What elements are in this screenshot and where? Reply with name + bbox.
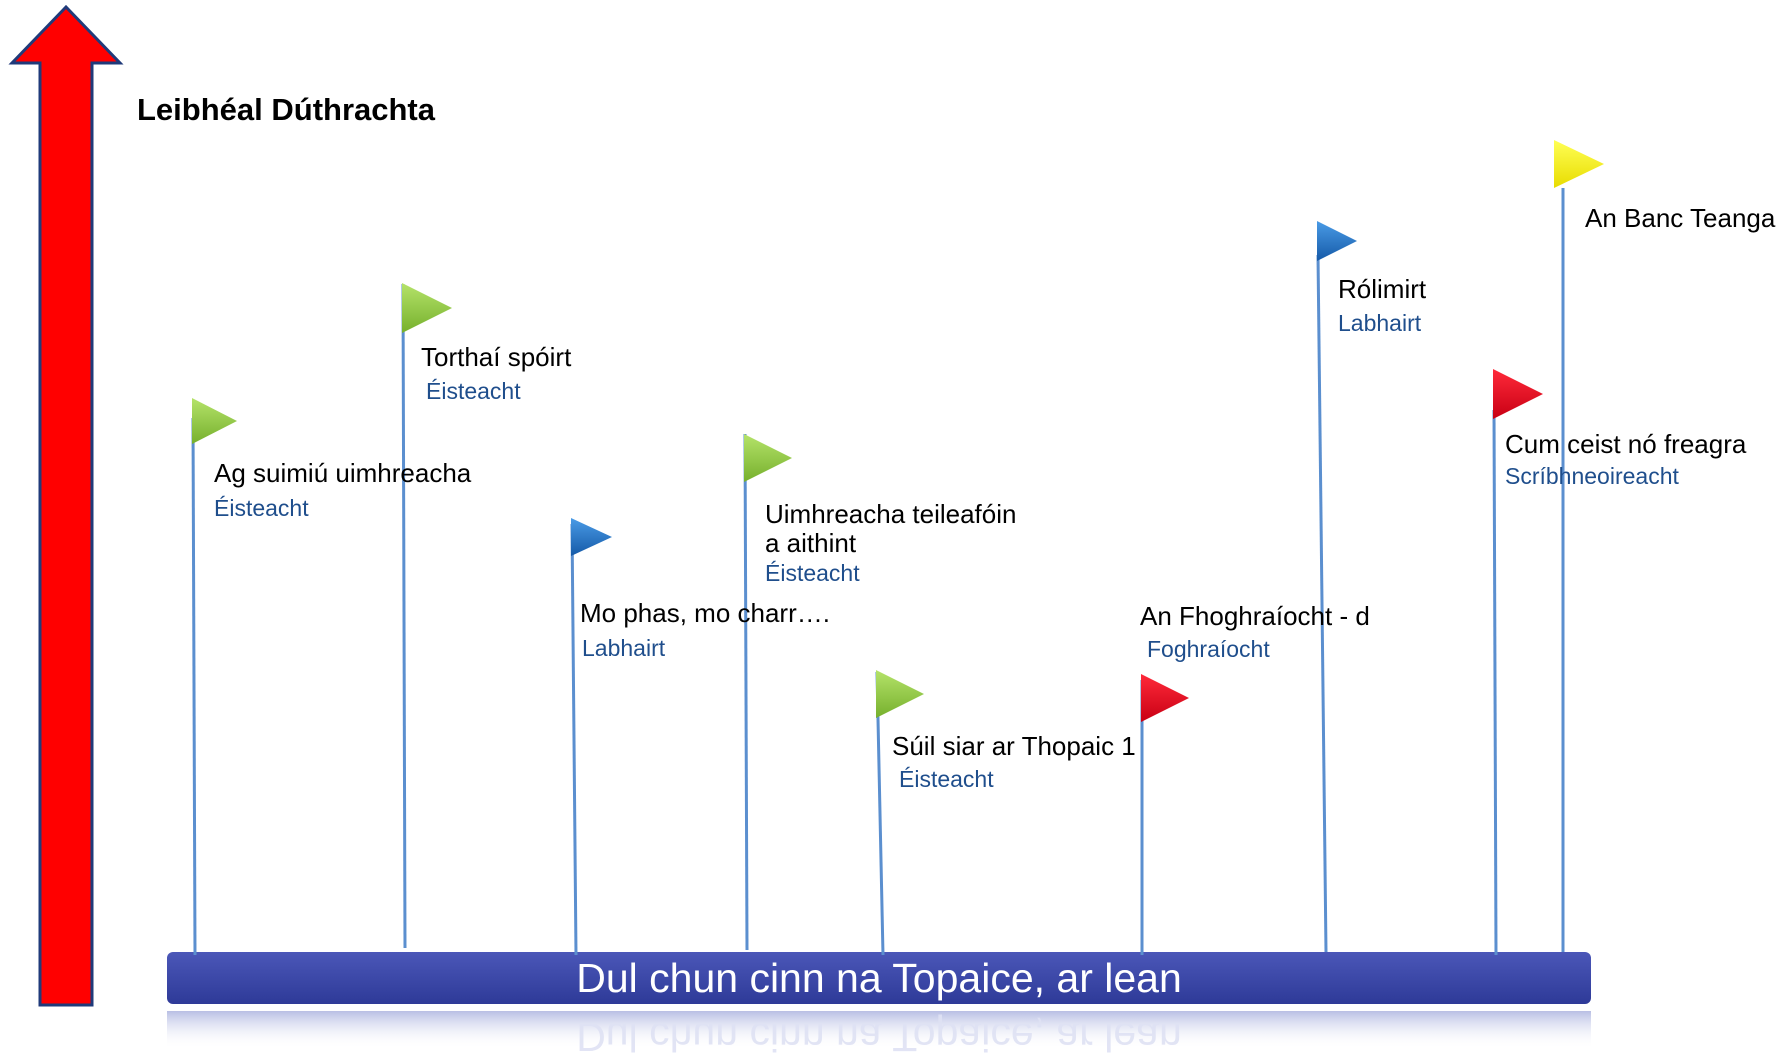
flag-3-title: Mo phas, mo charr…. [580, 598, 830, 628]
flag-2-title: Torthaí spóirt [421, 342, 572, 372]
timeline-label-reflection: Dul chun cinn na Topaice, ar lean [576, 1014, 1182, 1060]
flag-3-pole [570, 523, 578, 956]
flag-7-skill: Labhairt [1338, 310, 1422, 336]
timeline-bar-reflection [167, 1011, 1591, 1049]
flag-5-title: Súil siar ar Thopaic 1 [892, 731, 1136, 761]
flag-2-icon [402, 283, 452, 333]
flag-4-title-line1: Uimhreacha teileafóin [765, 499, 1017, 529]
timeline-bar [167, 952, 1591, 1004]
engagement-arrow [8, 4, 124, 1007]
flag-8-skill: Scríbhneoireacht [1505, 463, 1679, 489]
flag-1-icon [192, 398, 237, 444]
flag-5-icon [876, 670, 924, 718]
timeline-label: Dul chun cinn na Topaice, ar lean [576, 955, 1182, 1001]
flag-6-icon [1141, 674, 1189, 722]
flag-3-icon [571, 518, 612, 556]
flag-5-pole [875, 671, 885, 956]
flag-8-icon [1493, 369, 1543, 419]
flag-1-skill: Éisteacht [214, 495, 309, 521]
flag-1-title: Ag suimiú uimhreacha [214, 458, 472, 488]
flag-4-skill: Éisteacht [765, 560, 860, 586]
flag-4-title-line2: a aithint [765, 528, 857, 558]
flag-3-skill: Labhairt [582, 635, 666, 661]
flag-6-title: An Fhoghraíocht - d [1140, 601, 1370, 631]
flag-7-title: Rólimirt [1338, 274, 1427, 304]
flag-8-title: Cum ceist nó freagra [1505, 429, 1747, 459]
flag-9-title: An Banc Teanga [1585, 203, 1776, 233]
flag-2-pole [401, 283, 407, 949]
flag-6-skill: Foghraíocht [1147, 636, 1270, 662]
flag-4-pole [743, 433, 749, 951]
flag-9-icon [1554, 140, 1604, 188]
flag-7-pole [1316, 254, 1328, 953]
flag-2-skill: Éisteacht [426, 378, 521, 404]
flag-4-icon [744, 434, 792, 482]
flag-1-pole [191, 417, 197, 956]
flag-5-skill: Éisteacht [899, 766, 994, 792]
flag-8-pole [1492, 409, 1498, 956]
y-axis-title: Leibhéal Dúthrachta [137, 92, 435, 127]
flag-7-icon [1317, 221, 1357, 261]
